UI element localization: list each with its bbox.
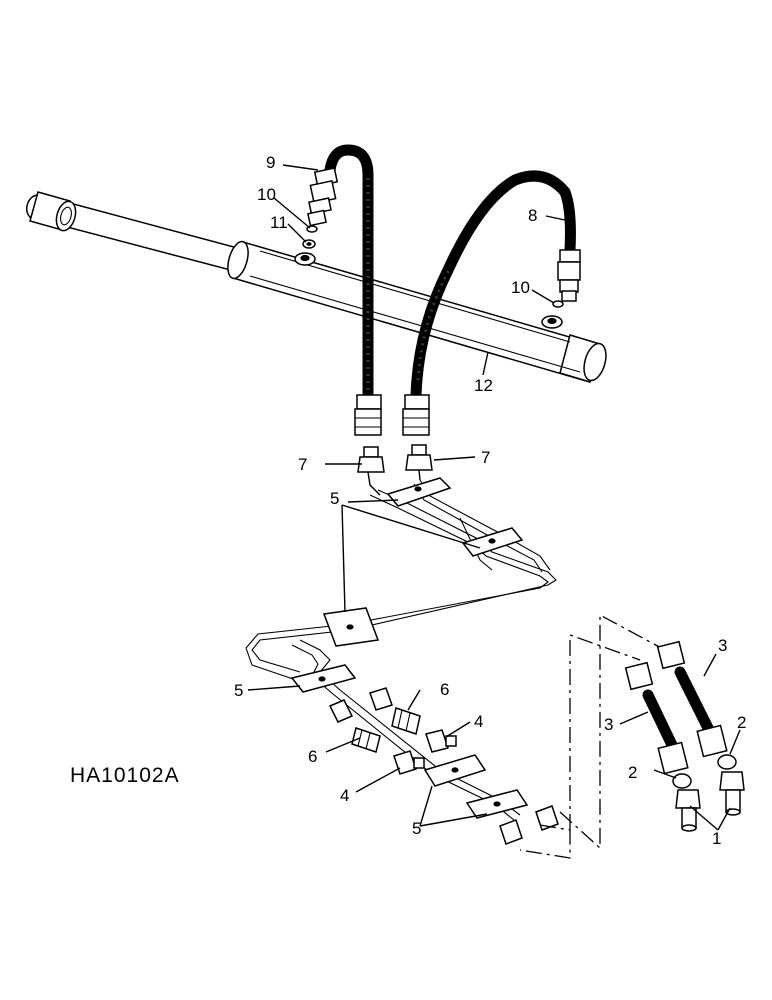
tube-clamp-5-d — [290, 664, 357, 693]
tube-end-nut-lower-2 — [535, 805, 559, 831]
figure-code: HA10102A — [70, 764, 180, 787]
tube-nut-left — [328, 699, 354, 723]
tube-clamp-5-f — [465, 789, 529, 819]
assembly-line-hose-right — [559, 613, 666, 850]
union-fitting-6-upper — [391, 707, 421, 735]
tube-clamp-5-e — [423, 754, 487, 787]
connector-4-right — [425, 729, 457, 753]
washer-10-lower — [552, 300, 564, 308]
leader-lines — [247, 164, 741, 831]
elbow-fitting-7-left — [357, 446, 385, 496]
callout-6-upper: 6 — [440, 680, 449, 699]
hydraulic-cylinder — [25, 191, 607, 383]
callout-10-lower: 10 — [511, 278, 530, 297]
assembly-line-lower — [519, 824, 571, 859]
assembly-line-hose-left — [569, 634, 641, 830]
union-fitting-6-lower — [351, 727, 381, 753]
short-hose-3-right — [656, 640, 728, 758]
callout-6-lower: 6 — [308, 747, 317, 766]
callout-9: 9 — [266, 153, 275, 172]
callout-11: 11 — [270, 213, 288, 232]
tube-nut-mid — [369, 687, 393, 711]
callout-7-left: 7 — [298, 455, 307, 474]
callout-3-left: 3 — [604, 715, 613, 734]
callout-7-right: 7 — [481, 448, 490, 467]
callout-4-left: 4 — [340, 786, 349, 805]
hose-9 — [307, 144, 382, 436]
callout-3-right: 3 — [718, 636, 727, 655]
hose-8 — [402, 170, 581, 436]
short-hose-3-left — [624, 661, 689, 775]
callout-5-upper: 5 — [330, 489, 339, 508]
callout-10-upper: 10 — [257, 185, 276, 204]
o-ring-2-left — [672, 773, 692, 789]
adapter-1-right — [719, 771, 745, 816]
callout-5-lower: 5 — [412, 819, 421, 838]
tube-end-nut-lower-1 — [499, 819, 523, 845]
o-ring-2-right — [717, 754, 737, 770]
callout-12: 12 — [474, 376, 493, 395]
callout-1: 1 — [712, 829, 721, 848]
callout-2-right: 2 — [737, 713, 746, 732]
tube-clamp-5-b — [461, 527, 524, 557]
callout-4-right: 4 — [474, 712, 483, 731]
callout-2-left: 2 — [628, 763, 637, 782]
callout-5-mid: 5 — [234, 681, 243, 700]
elbow-fitting-7-right — [405, 444, 433, 481]
connector-4-left — [393, 750, 425, 775]
adapter-1-left — [675, 789, 701, 832]
tube-clamp-5-c — [322, 607, 380, 647]
callout-8: 8 — [528, 206, 537, 225]
tube-clamp-5-a — [386, 477, 452, 507]
